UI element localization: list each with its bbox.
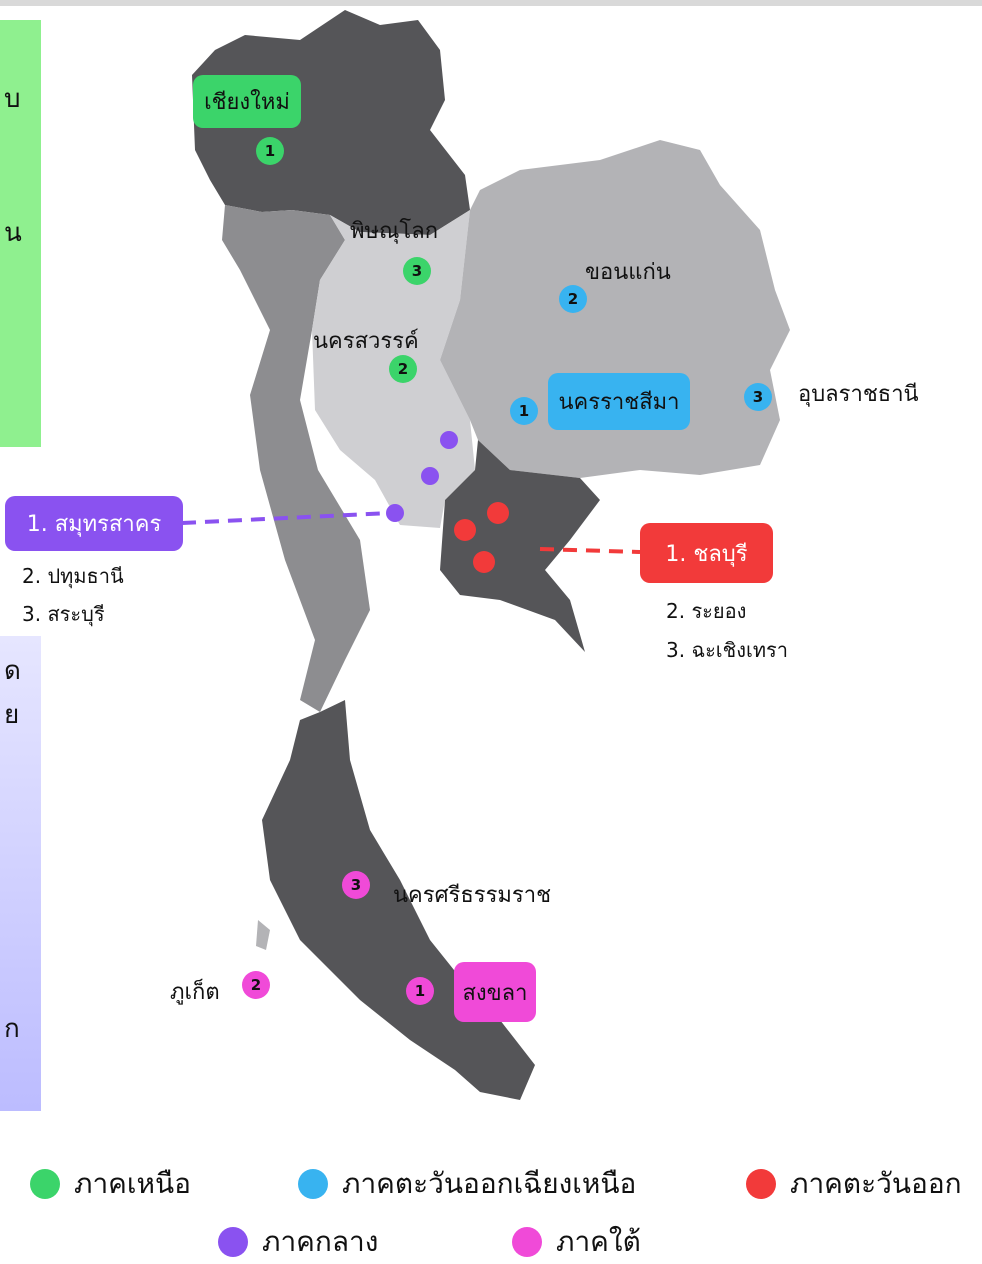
legend-label-east: ภาคตะวันออก — [790, 1167, 962, 1200]
side-panel-purple — [0, 636, 41, 1111]
label-khon-kaen: ขอนแก่น — [585, 260, 671, 285]
legend-item-south: ภาคใต้ — [512, 1220, 641, 1264]
side-text-fragment: ด — [4, 656, 21, 686]
east-marker — [487, 502, 509, 524]
rank-badge-nakhon-sawan: 2 — [389, 355, 417, 383]
rank-badge-phuket: 2 — [242, 971, 270, 999]
region-northeast — [440, 140, 790, 478]
central-marker — [421, 467, 439, 485]
legend-dot-north — [30, 1169, 60, 1199]
side-text-fragment: บ — [4, 84, 21, 114]
legend-item-central: ภาคกลาง — [218, 1220, 378, 1264]
side-panel-green — [0, 20, 41, 447]
rank-badge-nakhon-ratchasima: 1 — [510, 397, 538, 425]
east-marker — [473, 551, 495, 573]
legend-dot-east — [746, 1169, 776, 1199]
label-chiang-mai: เชียงใหม่ — [193, 75, 301, 128]
legend-item-northeast: ภาคตะวันออกเฉียงเหนือ — [298, 1162, 636, 1206]
central-marker — [440, 431, 458, 449]
island-phuket — [256, 920, 270, 950]
rank-badge-songkhla: 1 — [406, 977, 434, 1005]
label-nakhon-si-thammarat: นครศรีธรรมราช — [393, 883, 552, 908]
region-north — [192, 10, 470, 235]
legend-label-south: ภาคใต้ — [556, 1225, 641, 1258]
label-phuket: ภูเก็ต — [170, 980, 220, 1005]
label-nakhon-sawan: นครสวรรค์ — [313, 329, 419, 354]
rank-badge-khon-kaen: 2 — [559, 285, 587, 313]
east-marker — [454, 519, 476, 541]
legend-dot-northeast — [298, 1169, 328, 1199]
legend-label-north: ภาคเหนือ — [74, 1167, 191, 1200]
label-central-first: 1. สมุทรสาคร — [5, 496, 183, 551]
rank-badge-ubon: 3 — [744, 383, 772, 411]
label-east-third: 3. ฉะเชิงเทรา — [666, 638, 788, 662]
legend-dot-central — [218, 1227, 248, 1257]
legend-label-central: ภาคกลาง — [262, 1225, 379, 1258]
label-ubon-ratchathani: อุบลราชธานี — [798, 382, 919, 407]
east-leader-line — [539, 547, 641, 554]
label-central-third: 3. สระบุรี — [22, 602, 105, 626]
rank-badge-phitsanulok: 3 — [403, 257, 431, 285]
label-east-second: 2. ระยอง — [666, 599, 747, 623]
label-songkhla: สงขลา — [454, 962, 536, 1022]
rank-badge-nakhon-si: 3 — [342, 871, 370, 899]
legend-label-northeast: ภาคตะวันออกเฉียงเหนือ — [342, 1167, 637, 1200]
label-nakhon-ratchasima: นครราชสีมา — [548, 373, 690, 430]
label-phitsanulok: พิษณุโลก — [350, 219, 439, 244]
top-divider — [0, 0, 982, 6]
label-central-second: 2. ปทุมธานี — [22, 564, 124, 588]
legend-item-north: ภาคเหนือ — [30, 1162, 191, 1206]
label-east-first: 1. ชลบุรี — [640, 523, 773, 583]
region-east — [440, 440, 600, 652]
legend-item-east: ภาคตะวันออก — [746, 1162, 962, 1206]
central-marker — [386, 504, 404, 522]
rank-badge-chiang-mai: 1 — [256, 137, 284, 165]
central-leader-line — [181, 511, 391, 525]
side-text-fragment: ก — [4, 1014, 20, 1044]
side-text-fragment: น — [4, 218, 22, 248]
region-west — [222, 205, 370, 712]
side-text-fragment: ย — [4, 700, 20, 730]
legend-dot-south — [512, 1227, 542, 1257]
